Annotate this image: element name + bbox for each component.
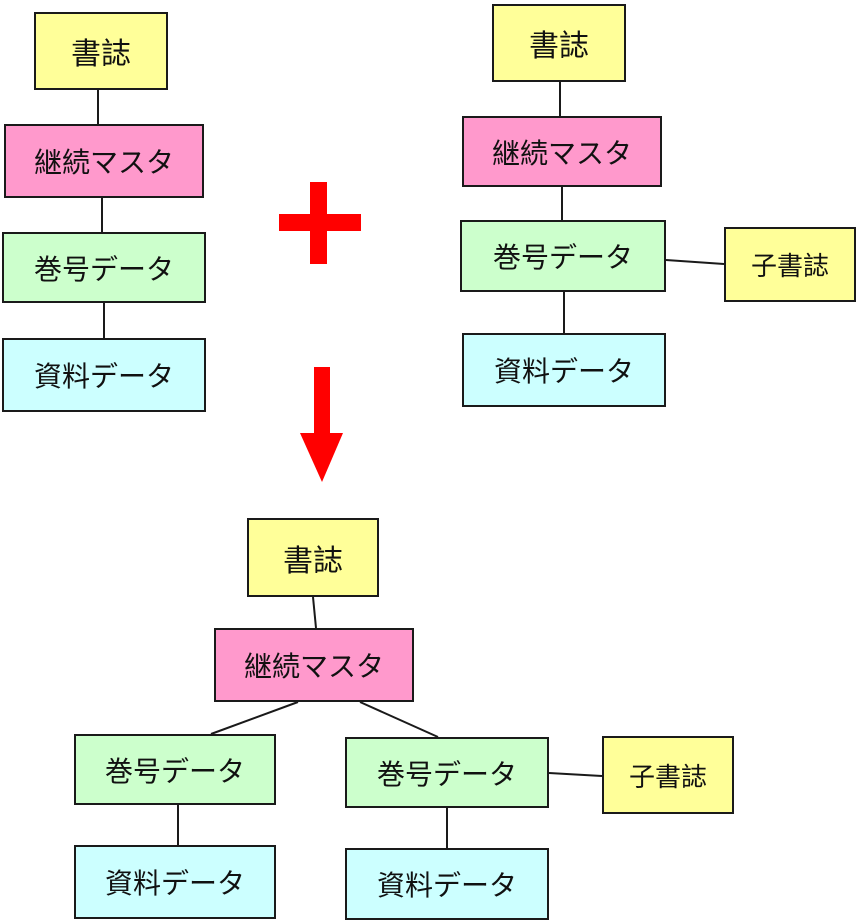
result-shoshi-box: 書誌 xyxy=(247,518,379,597)
result-ko-shoshi-box: 子書誌 xyxy=(602,736,734,814)
right-ko-shoshi-box: 子書誌 xyxy=(724,227,856,302)
connector-result-kango-koshoshi xyxy=(548,772,603,777)
left-shiryo-box: 資料データ xyxy=(2,338,206,412)
connector-result-shoshi-keizoku xyxy=(312,596,317,629)
plus-icon xyxy=(279,182,361,264)
right-shiryo-box: 資料データ xyxy=(462,333,666,407)
result-shiryo-left-box: 資料データ xyxy=(74,845,276,919)
result-shiryo-right-box: 資料データ xyxy=(345,848,549,920)
connector-result-keizoku-kango-left xyxy=(210,701,299,735)
right-kango-box: 巻号データ xyxy=(460,220,666,292)
down-arrow-icon xyxy=(300,367,343,482)
connector-result-keizoku-kango-right xyxy=(359,701,439,738)
result-kango-right-box: 巻号データ xyxy=(345,737,549,808)
right-shoshi-box: 書誌 xyxy=(492,4,626,82)
right-keizoku-box: 継続マスタ xyxy=(462,116,662,187)
result-keizoku-box: 継続マスタ xyxy=(214,628,414,702)
connector-right-kango-koshoshi xyxy=(665,259,725,265)
left-kango-box: 巻号データ xyxy=(2,232,206,303)
left-keizoku-box: 継続マスタ xyxy=(4,124,204,198)
result-kango-left-box: 巻号データ xyxy=(74,734,276,805)
left-shoshi-box: 書誌 xyxy=(34,12,168,90)
